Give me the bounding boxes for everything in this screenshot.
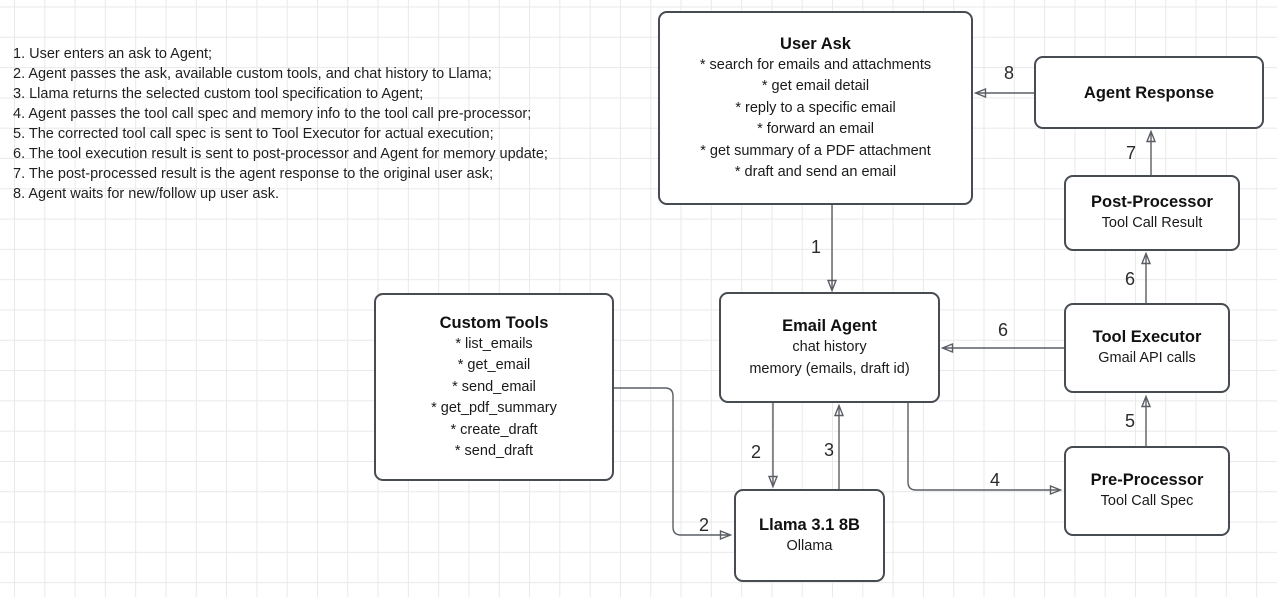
note-line-6: 6. The tool execution result is sent to … (13, 146, 548, 162)
node-tool-executor: Tool Executor Gmail API calls (1064, 303, 1230, 393)
node-user-ask-item: * draft and send an email (734, 164, 897, 180)
node-llama-subtitle: Ollama (786, 537, 833, 554)
node-pre-processor-title: Pre-Processor (1090, 471, 1204, 490)
node-email-agent-line: chat history (792, 339, 867, 355)
node-user-ask-item: * forward an email (757, 121, 874, 137)
node-agent-response-title: Agent Response (1083, 83, 1215, 102)
node-llama-title: Llama 3.1 8B (759, 515, 860, 534)
node-user-ask-item: * get email detail (761, 78, 870, 94)
edge-label-step7: 7 (1125, 143, 1137, 163)
node-tool-executor-subtitle: Gmail API calls (1098, 350, 1196, 367)
node-custom-tools-item: * send_draft (454, 443, 534, 459)
edge-label-step3: 3 (823, 440, 835, 460)
edge-label-step2-tools: 2 (698, 515, 710, 535)
node-custom-tools-item: * get_pdf_summary (431, 400, 557, 416)
node-user-ask: User Ask * search for emails and attachm… (658, 11, 973, 205)
edge-label-step6-agent: 6 (997, 320, 1009, 340)
node-custom-tools-item: * create_draft (450, 421, 538, 438)
note-line-7: 7. The post-processed result is the agen… (13, 166, 494, 182)
node-pre-processor-subtitle: Tool Call Spec (1100, 493, 1194, 510)
node-custom-tools: Custom Tools * list_emails * get_email *… (374, 293, 614, 481)
node-custom-tools-item: * get_email (457, 357, 531, 373)
node-post-processor-title: Post-Processor (1091, 193, 1213, 212)
node-custom-tools-title: Custom Tools (439, 313, 549, 332)
node-user-ask-item: * get summary of a PDF attachment (700, 142, 931, 159)
node-post-processor-subtitle: Tool Call Result (1101, 215, 1203, 232)
edge-label-step5: 5 (1124, 411, 1136, 431)
workflow-notes: 1. User enters an ask to Agent; 2. Agent… (13, 44, 548, 204)
node-email-agent: Email Agent chat history memory (emails,… (719, 292, 940, 403)
node-custom-tools-item: * send_email (452, 378, 536, 395)
note-line-4: 4. Agent passes the tool call spec and m… (13, 106, 532, 122)
node-custom-tools-item: * list_emails (455, 335, 533, 352)
node-post-processor: Post-Processor Tool Call Result (1064, 175, 1240, 251)
note-line-5: 5. The corrected tool call spec is sent … (13, 126, 494, 142)
edge-4-emailagent-to-preprocessor (907, 403, 1060, 490)
node-tool-executor-title: Tool Executor (1092, 328, 1202, 347)
edge-label-step8: 8 (1003, 63, 1015, 83)
node-user-ask-title: User Ask (780, 34, 851, 53)
node-email-agent-line: memory (emails, draft id) (749, 360, 910, 377)
note-line-2: 2. Agent passes the ask, available custo… (13, 66, 492, 82)
edge-label-step4: 4 (989, 470, 1001, 490)
node-agent-response: Agent Response (1034, 56, 1264, 129)
node-user-ask-item: * search for emails and attachments (699, 56, 932, 73)
edge-label-step6-post: 6 (1124, 269, 1136, 289)
note-line-3: 3. Llama returns the selected custom too… (13, 86, 424, 102)
node-llama: Llama 3.1 8B Ollama (734, 489, 885, 582)
edge-label-step2-agent: 2 (750, 442, 762, 462)
edge-label-step1: 1 (810, 237, 822, 257)
node-pre-processor: Pre-Processor Tool Call Spec (1064, 446, 1230, 536)
note-line-1: 1. User enters an ask to Agent; (13, 46, 213, 62)
node-email-agent-title: Email Agent (782, 317, 877, 335)
edge-2-customtools-to-llama (614, 387, 730, 535)
node-user-ask-item: * reply to a specific email (735, 99, 896, 116)
note-line-8: 8. Agent waits for new/follow up user as… (13, 186, 279, 202)
